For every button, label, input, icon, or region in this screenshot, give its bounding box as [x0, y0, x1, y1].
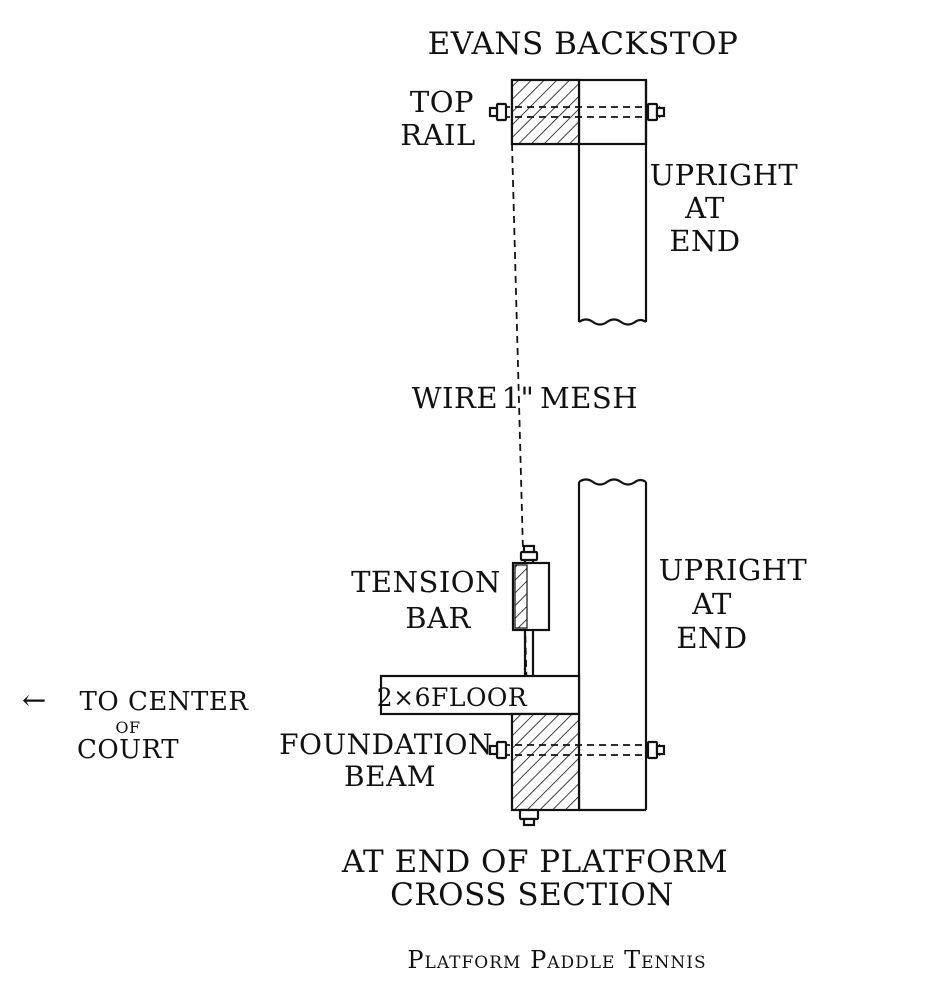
upright-bottom-label-line3: END: [676, 621, 747, 655]
tension-bar: [511, 544, 551, 632]
upright-top-label-line3: END: [669, 224, 740, 258]
top-rail-label-line1: TOP: [410, 85, 474, 119]
foundation-beam-label-line2: BEAM: [344, 760, 436, 793]
upright-bottom-label-line2: AT: [691, 587, 732, 621]
wire-mesh-label-c: MESH: [540, 381, 638, 415]
figure-caption: Platform Paddle Tennis: [407, 946, 706, 974]
wire-mesh-label-b: 1": [502, 381, 535, 415]
top-rail-member: [510, 78, 581, 146]
center-court-label-line1: TO CENTER: [80, 687, 250, 717]
section-title-line2: CROSS SECTION: [390, 877, 674, 913]
top-rail-label-line2: RAIL: [400, 118, 476, 152]
upright-top-label-line1: UPRIGHT: [650, 158, 799, 192]
section-title-line1: AT END OF PLATFORM: [341, 844, 728, 880]
center-court-label-line3: COURT: [77, 735, 179, 765]
arrow-left-icon: ←: [22, 683, 47, 717]
upright-bottom-label-line1: UPRIGHT: [659, 553, 808, 587]
upright-top-label-line2: AT: [684, 191, 725, 225]
floor-board: [379, 674, 581, 716]
bottom-upright: [577, 478, 648, 812]
tension-bar-label-line2: BAR: [405, 601, 471, 635]
wire-mesh-label-a: WIRE: [412, 381, 498, 415]
tension-bar-label-line1: TENSION: [351, 565, 501, 599]
top-bolt: [488, 102, 666, 122]
floor-label: 2×6FLOOR: [377, 683, 528, 712]
center-court-label-line2: OF: [115, 718, 140, 737]
diagram-title: EVANS BACKSTOP: [428, 26, 739, 62]
foundation-beam: [510, 712, 581, 812]
foundation-bolt: [488, 740, 666, 827]
foundation-beam-label-line1: FOUNDATION: [279, 728, 493, 761]
